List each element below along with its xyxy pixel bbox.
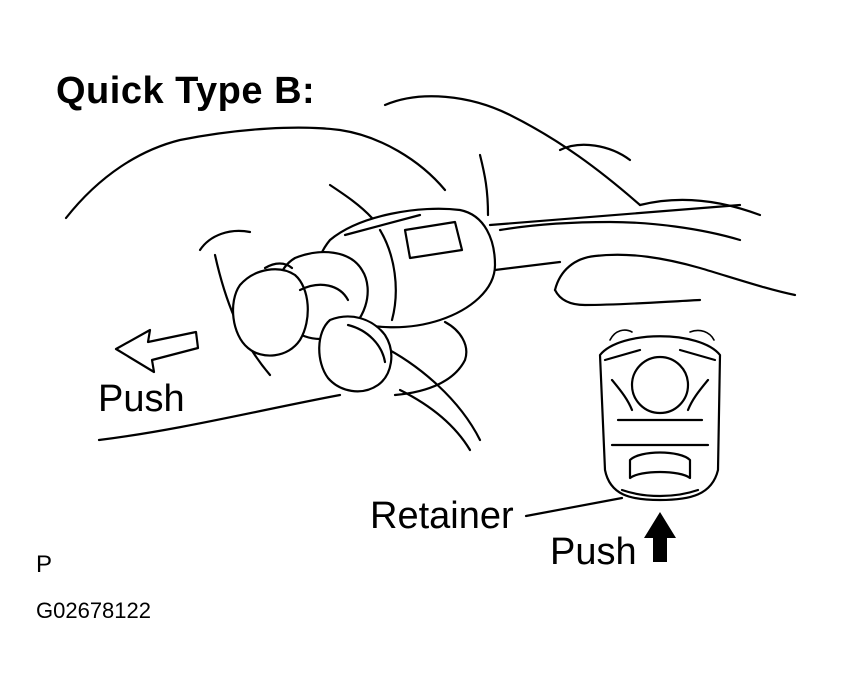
connector-drawing xyxy=(232,207,497,393)
right-hand-drawing xyxy=(383,95,797,307)
corner-mark: P xyxy=(36,551,53,578)
retainer-label: Retainer xyxy=(370,495,514,537)
push-arrow-left-icon xyxy=(114,328,200,374)
figure-id: G02678122 xyxy=(36,598,151,623)
push-label-left: Push xyxy=(98,378,185,420)
retainer-leader-line xyxy=(524,496,624,518)
push-label-right: Push xyxy=(550,531,637,573)
fuel-tube-drawing xyxy=(378,203,742,452)
retainer-closeup-drawing xyxy=(598,329,722,502)
diagram-title: Quick Type B: xyxy=(56,70,316,112)
push-arrow-up-icon xyxy=(644,512,676,562)
left-hand-drawing xyxy=(64,126,632,442)
